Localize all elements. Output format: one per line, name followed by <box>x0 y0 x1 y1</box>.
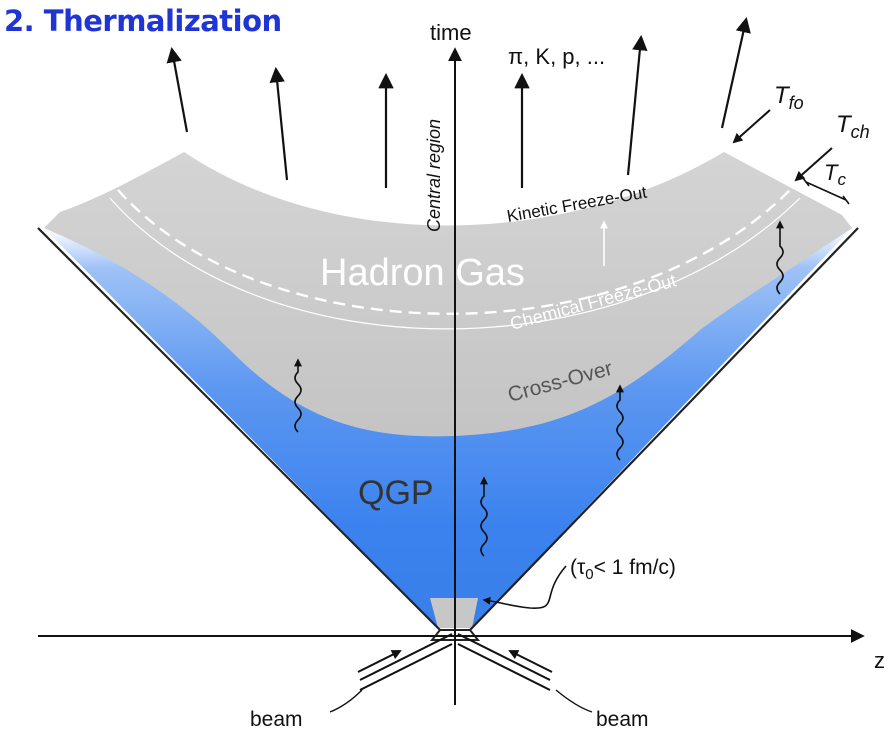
light-cone-right <box>469 227 859 631</box>
beam-line-left-2 <box>359 643 453 691</box>
wavy-arrow-4 <box>776 220 784 295</box>
t-c-label: Tc <box>824 160 846 189</box>
beam-right-label: beam <box>596 708 649 729</box>
qgp-label: QGP <box>358 474 434 512</box>
t-fo-arrow <box>732 109 771 144</box>
t-fo-label: Tfo <box>774 82 804 113</box>
hadron-gas-label: Hadron Gas <box>320 252 525 294</box>
beam-right-pointer <box>555 689 593 713</box>
particle-arrow-2 <box>269 66 289 181</box>
wavy-arrow-2 <box>480 476 488 557</box>
tau-pointer <box>482 565 567 609</box>
particle-arrow-6 <box>720 16 751 129</box>
wavy-arrow-3 <box>616 384 624 461</box>
hadron-gas-region <box>44 152 852 437</box>
central-region-label: Central region <box>424 119 444 232</box>
hadron-species-label: π, K, p, ... <box>508 44 605 69</box>
beam-line-right-1 <box>457 633 551 681</box>
chemical-freeze-out-curve <box>117 189 791 315</box>
tau-label: (τ0< 1 fm/c) <box>570 556 676 583</box>
t-c-bracket <box>802 177 850 205</box>
tc-curve <box>109 197 801 330</box>
time-axis-label: time <box>430 20 472 45</box>
particle-arrow-5 <box>626 34 648 176</box>
z-axis-label: z <box>874 648 885 673</box>
slide-title: 2. Thermalization <box>4 4 282 38</box>
t-ch-label: Tch <box>836 111 870 142</box>
beam-left-pointer <box>329 689 363 713</box>
beam-arrow-right <box>508 650 553 673</box>
beam-line-right-2 <box>457 643 551 691</box>
beam-line-left-1 <box>359 633 453 681</box>
beam-left-label: beam <box>250 708 303 729</box>
particle-arrow-1 <box>166 46 189 133</box>
beam-arrow-left <box>357 650 402 673</box>
wavy-arrow-1 <box>294 358 302 433</box>
t-ch-arrow <box>794 147 833 182</box>
light-cone-left <box>37 227 441 631</box>
